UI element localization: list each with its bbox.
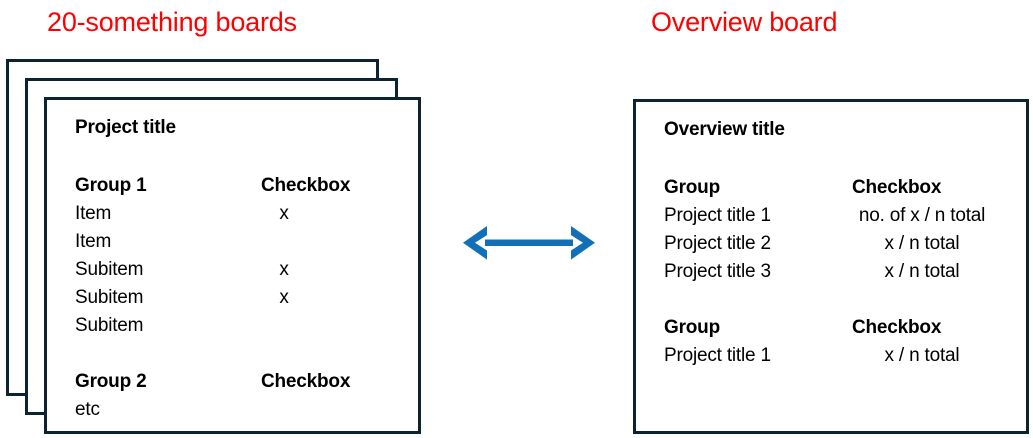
overview-board-body: Overview title Group Checkbox Project ti… xyxy=(636,102,1026,431)
checkbox-count: x / n total xyxy=(884,345,960,366)
checkbox-count: x / n total xyxy=(884,261,960,282)
project-label: Project title 2 xyxy=(664,233,771,254)
overview-board-title: Overview title xyxy=(664,119,785,140)
table-row-spacer xyxy=(636,286,1026,314)
table-row: Subitem xyxy=(47,312,418,340)
item-label: etc xyxy=(75,399,100,420)
item-label: Item xyxy=(75,231,112,252)
table-row: Subitem x xyxy=(47,284,418,312)
table-row: etc xyxy=(47,396,418,424)
column-header-checkbox: Checkbox xyxy=(261,371,351,392)
overview-board-rows: Group Checkbox Project title 1 no. of x … xyxy=(636,174,1026,370)
table-row: Project title 1 no. of x / n total xyxy=(636,202,1026,230)
group-label: Group 1 xyxy=(75,175,147,196)
checkbox-mark: x xyxy=(279,259,289,280)
double-headed-arrow-icon xyxy=(461,222,597,264)
table-row: Group Checkbox xyxy=(636,174,1026,202)
item-label: Subitem xyxy=(75,315,144,336)
table-row: Group Checkbox xyxy=(636,314,1026,342)
column-header-checkbox: Checkbox xyxy=(261,175,351,196)
table-row: Item xyxy=(47,228,418,256)
section-heading-left: 20-something boards xyxy=(47,7,297,37)
item-label: Subitem xyxy=(75,287,144,308)
table-row: Project title 2 x / n total xyxy=(636,230,1026,258)
project-label: Project title 1 xyxy=(664,205,771,226)
table-row: Item x xyxy=(47,200,418,228)
project-label: Project title 1 xyxy=(664,345,771,366)
project-board-title: Project title xyxy=(75,117,176,138)
checkbox-mark: x xyxy=(279,203,289,224)
table-row: Group 1 Checkbox xyxy=(47,172,418,200)
project-board-rows: Group 1 Checkbox Item x Item Subitem x S… xyxy=(47,172,418,424)
table-row: Group 2 Checkbox xyxy=(47,368,418,396)
checkbox-count: no. of x / n total xyxy=(858,205,986,226)
group-label: Group xyxy=(664,177,720,198)
group-label: Group 2 xyxy=(75,371,147,392)
project-board-body: Project title Group 1 Checkbox Item x It… xyxy=(47,100,418,431)
column-header-checkbox: Checkbox xyxy=(852,317,942,338)
checkbox-mark: x xyxy=(279,287,289,308)
project-label: Project title 3 xyxy=(664,261,771,282)
table-row: Subitem x xyxy=(47,256,418,284)
section-heading-right: Overview board xyxy=(651,7,838,37)
project-board-card: Project title Group 1 Checkbox Item x It… xyxy=(44,97,421,434)
group-label: Group xyxy=(664,317,720,338)
column-header-checkbox: Checkbox xyxy=(852,177,942,198)
table-row-spacer xyxy=(47,340,418,368)
checkbox-count: x / n total xyxy=(884,233,960,254)
overview-board-card: Overview title Group Checkbox Project ti… xyxy=(633,99,1029,434)
table-row: Project title 1 x / n total xyxy=(636,342,1026,370)
item-label: Subitem xyxy=(75,259,144,280)
item-label: Item xyxy=(75,203,112,224)
table-row: Project title 3 x / n total xyxy=(636,258,1026,286)
